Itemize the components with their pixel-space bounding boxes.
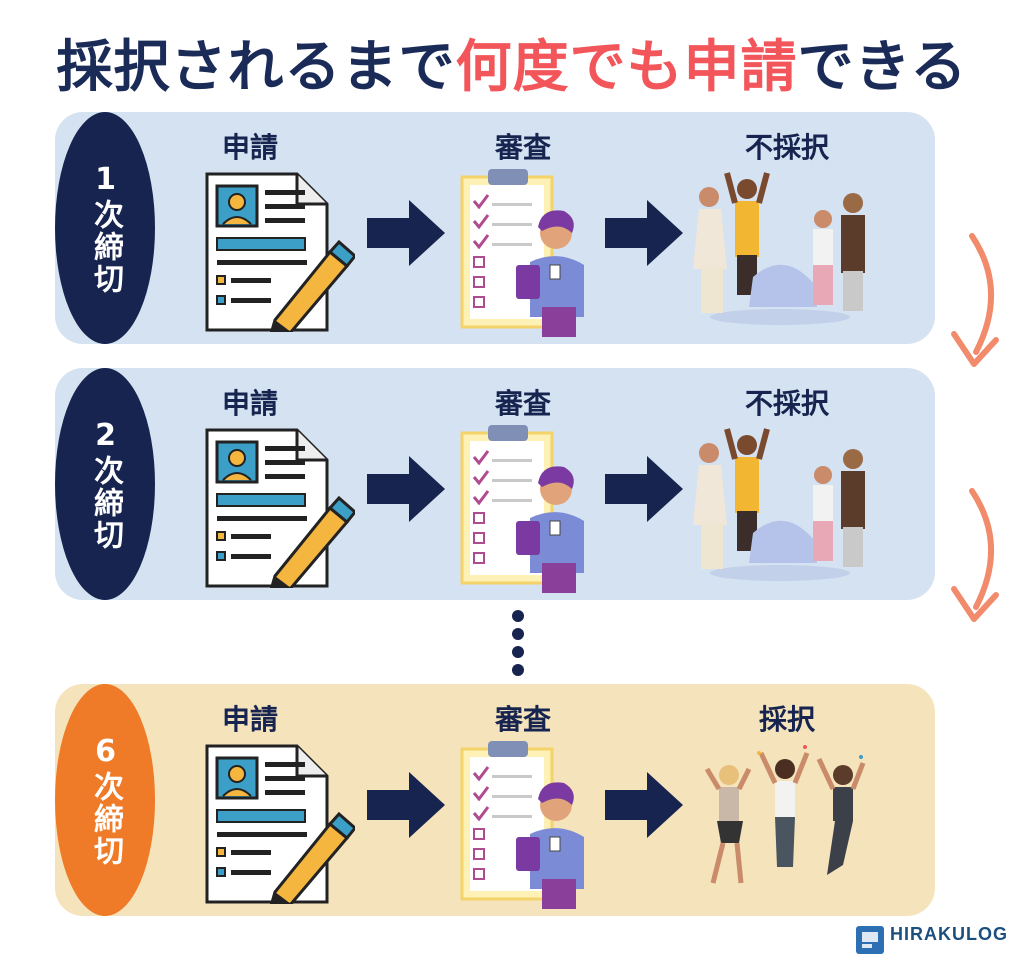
title-part-1: 採択されるまで (56, 35, 456, 100)
round-label: 6次締切 (88, 733, 123, 867)
curved-down-arrow-icon (951, 488, 999, 622)
round-pill: 2次締切 (55, 368, 155, 600)
right-arrow-icon (605, 772, 683, 838)
step-review-label: 審査 (494, 131, 551, 164)
round-row-2: 2次締切 申請 審査 不採択 (55, 368, 935, 600)
round-row-6: 6次締切 申請 審査 採択 (55, 684, 935, 916)
step-result-label: 採択 (758, 703, 815, 736)
round-pill: 1次締切 (55, 112, 155, 344)
disappointed-people-icon (693, 172, 865, 325)
right-arrow-icon (367, 772, 445, 838)
round-pill: 6次締切 (55, 684, 155, 916)
round-label: 1次締切 (88, 161, 123, 295)
right-arrow-icon (605, 200, 683, 266)
page-title: 採択されるまで何度でも申請できる (0, 22, 1024, 103)
right-arrow-icon (367, 456, 445, 522)
round-label: 2次締切 (88, 417, 123, 551)
application-document-icon (205, 428, 355, 588)
step-review-label: 審査 (494, 703, 551, 736)
disappointed-people-icon (693, 428, 865, 581)
reviewer-clipboard-icon (460, 425, 584, 593)
ellipsis-dots-icon (512, 610, 524, 676)
logo-text: HIRAKULOG (890, 924, 1008, 944)
reviewer-clipboard-icon (460, 741, 584, 909)
right-arrow-icon (605, 456, 683, 522)
curved-down-arrow-icon (951, 233, 999, 367)
title-part-2: できる (797, 35, 968, 100)
step-apply-label: 申請 (221, 703, 278, 736)
step-apply-label: 申請 (221, 387, 278, 420)
step-result-label: 不採択 (744, 131, 829, 164)
right-arrow-icon (367, 200, 445, 266)
step-apply-label: 申請 (221, 131, 278, 164)
hirakulog-logo (856, 926, 884, 954)
application-document-icon (205, 744, 355, 904)
round-row-1: 1次締切 申請 審査 不採択 (55, 112, 935, 344)
reviewer-clipboard-icon (460, 169, 584, 337)
step-review-label: 審査 (494, 387, 551, 420)
celebrating-people-icon (704, 745, 866, 884)
step-result-label: 不採択 (744, 387, 829, 420)
title-accent: 何度でも申請 (455, 35, 798, 100)
application-document-icon (205, 172, 355, 332)
